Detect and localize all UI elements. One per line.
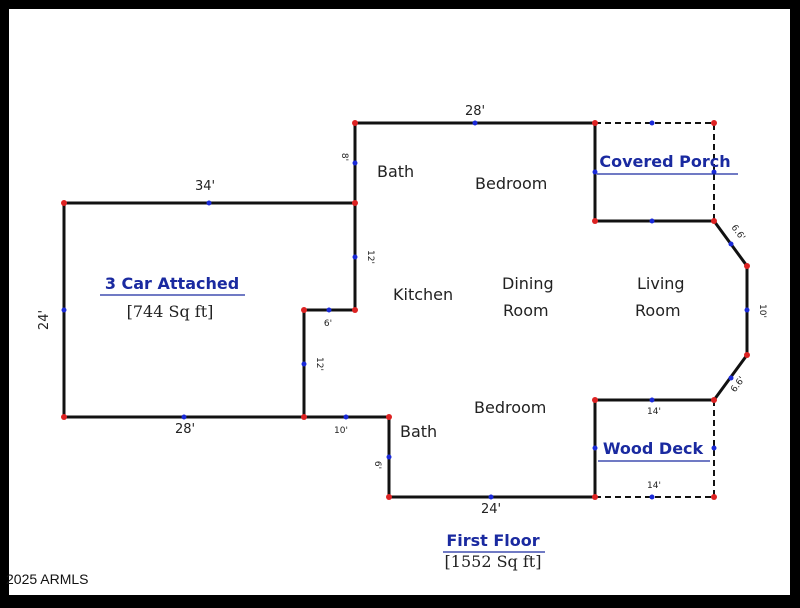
garage-title: 3 Car Attached [105, 274, 239, 293]
copyright-watermark: 2025 ARMLS [6, 571, 89, 587]
dim-top-step: 8' [339, 153, 349, 161]
dim-deck-bottom: 14' [647, 481, 661, 491]
room-label-bath-top: Bath [377, 162, 414, 181]
wood-deck-label: Wood Deck [603, 439, 704, 458]
dim-garage-bottom: 28' [175, 422, 195, 437]
floor-area: [1552 Sq ft] [445, 552, 542, 571]
dim-deck-top: 14' [647, 407, 661, 417]
garage-area: [744 Sq ft] [127, 302, 214, 321]
room-label-living-room: Room [635, 301, 681, 320]
room-label-kitchen: Kitchen [393, 285, 453, 304]
dim-top: 28' [465, 104, 485, 119]
room-label-dining-room: Room [503, 301, 549, 320]
covered-porch-outline [595, 122, 715, 221]
room-label-bedroom-bottom: Bedroom [474, 398, 546, 417]
room-label-bath-bottom: Bath [400, 422, 437, 441]
dim-notch-top: 6' [324, 319, 332, 329]
dim-bath-step: 6' [372, 461, 382, 469]
room-label-dining: Dining [502, 274, 554, 293]
dim-bottom: 24' [481, 502, 501, 517]
dim-bay-right: 10' [757, 304, 767, 318]
dim-notch-bottom: 10' [334, 426, 348, 436]
corner-markers [61, 120, 750, 500]
dim-bay-upper: 6.6' [729, 223, 747, 242]
dim-garage-left: 24' [37, 310, 52, 330]
wood-deck-outline [595, 400, 715, 498]
dim-garage-top: 34' [195, 179, 215, 194]
floor-title: First Floor [446, 531, 539, 550]
midpoint-markers [61, 120, 750, 500]
dim-kitchen-wall: 12' [365, 250, 375, 264]
room-label-living: Living [637, 274, 685, 293]
room-label-bedroom-top: Bedroom [475, 174, 547, 193]
dim-notch-side: 12' [314, 357, 324, 371]
covered-porch-label: Covered Porch [599, 152, 730, 171]
